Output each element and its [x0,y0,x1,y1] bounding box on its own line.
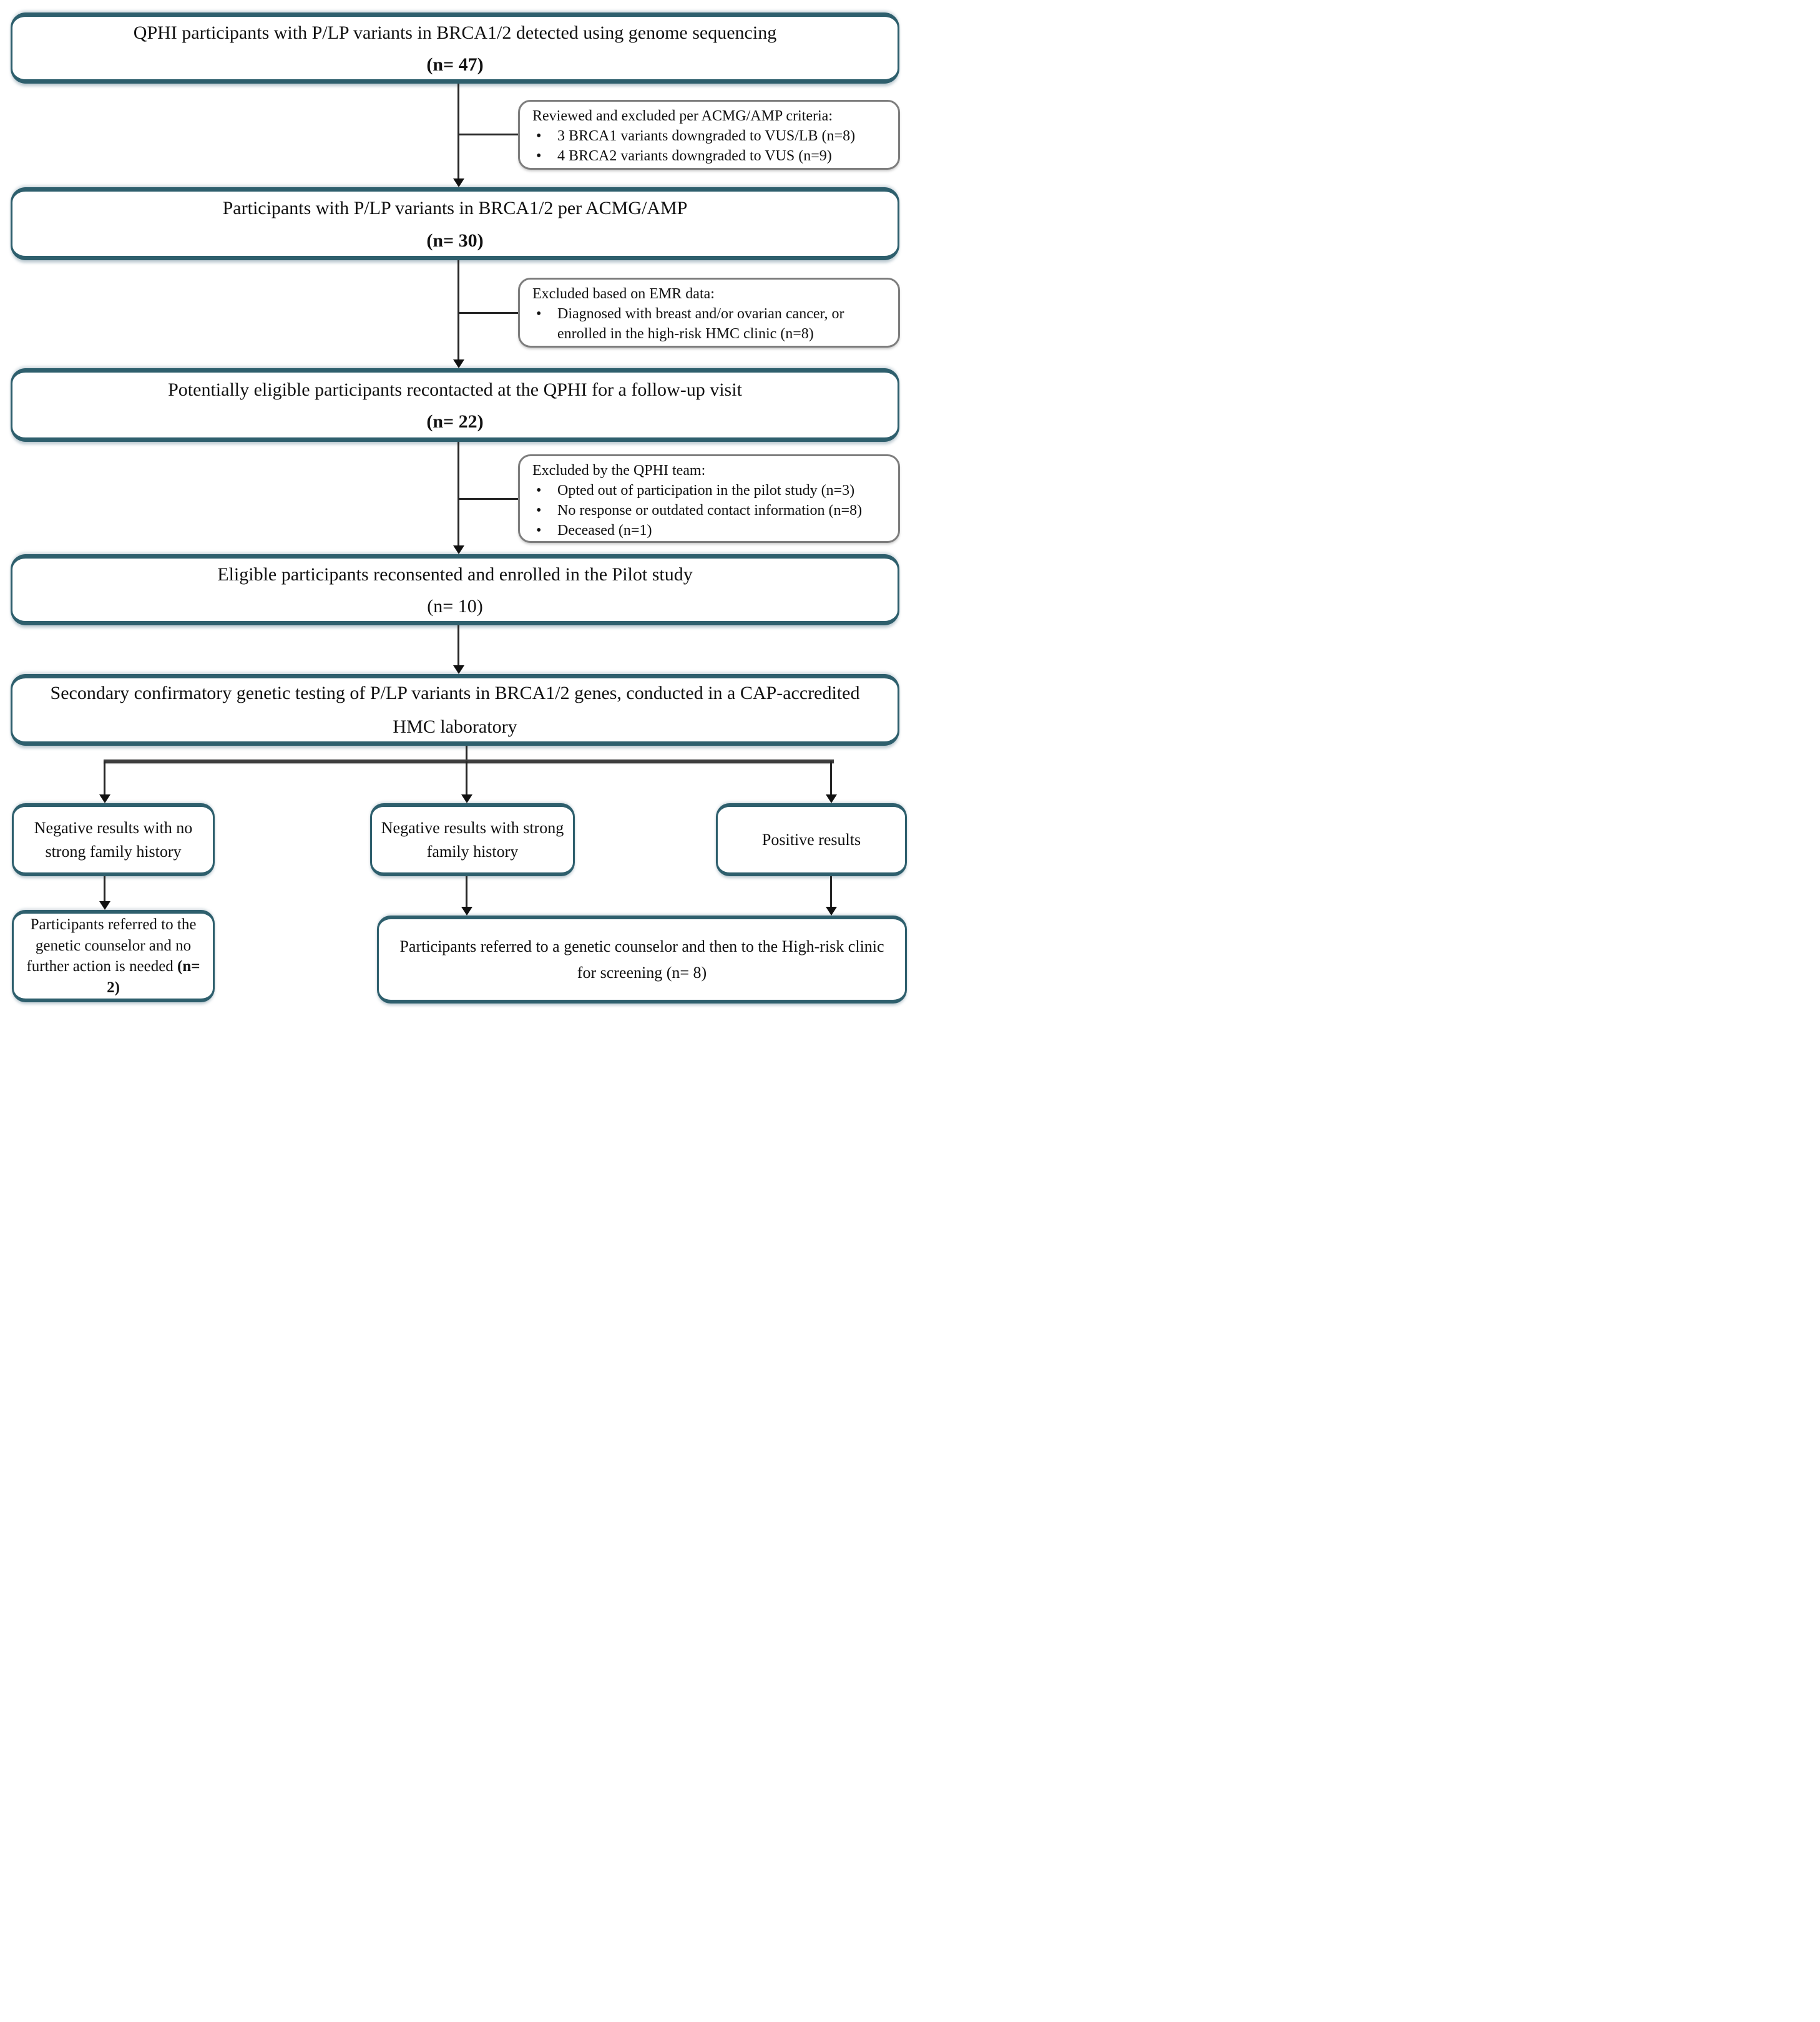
exclusion-item: 3 BRCA1 variants downgraded to VUS/LB (n… [557,127,856,144]
exclusion-box-qphi-team-title: Excluded by the QPHI team: [532,462,706,479]
flow-box-recontacted-count: (n= 22) [426,411,484,432]
outcome-box-negative-strong-history: Negative results with strong family hist… [370,803,575,876]
outcome-box-positive: Positive results [716,803,907,876]
exclusion-bullet: • Deceased (n=1) [532,521,888,541]
exclusion-bullet: • Diagnosed with breast and/or ovarian c… [532,305,888,344]
bullet-icon: • [536,305,542,322]
connector-bar-outcome-2 [466,761,467,796]
flow-box-acmg-variants-text: Participants with P/LP variants in BRCA1… [222,198,688,219]
outcome-box-negative-strong-history-text: Negative results with strong family hist… [381,818,564,861]
exclusion-item: Diagnosed with breast and/or ovarian can… [557,305,844,342]
final-box-no-further-action-body: Participants referred to the genetic cou… [26,916,197,975]
exclusion-item: No response or outdated contact informat… [557,502,863,519]
flow-box-enrolled-count: (n= 10) [427,596,483,617]
arrow-down-icon [99,794,110,803]
flow-box-acmg-variants-count: (n= 30) [426,230,484,251]
connector-step5-bar [466,746,467,763]
final-box-high-risk-clinic-text: Participants referred to a genetic couns… [399,937,884,982]
arrow-down-icon [461,794,472,803]
exclusion-item: Opted out of participation in the pilot … [557,482,855,499]
connector-step3-step4 [457,442,459,547]
bullet-icon: • [536,482,542,499]
exclusion-box-emr: Excluded based on EMR data: • Diagnosed … [518,278,900,348]
flow-box-recontacted-text: Potentially eligible participants recont… [168,379,742,400]
connector-outcome1-final1 [104,876,105,904]
final-box-no-further-action-count: (n= 2) [107,958,200,996]
exclusion-box-emr-title: Excluded based on EMR data: [532,286,715,302]
flow-box-genome-sequencing-count: (n= 47) [426,54,484,76]
exclusion-bullet: • No response or outdated contact inform… [532,501,888,521]
exclusion-bullet: • Opted out of participation in the pilo… [532,481,888,501]
exclusion-bullet: • 3 BRCA1 variants downgraded to VUS/LB … [532,127,888,147]
flow-box-enrolled-text: Eligible participants reconsented and en… [217,564,693,585]
exclusion-box-qphi-team: Excluded by the QPHI team: • Opted out o… [518,454,900,543]
connector-bar-outcome-3 [830,761,832,796]
outcome-box-positive-text: Positive results [761,830,861,849]
bullet-icon: • [536,522,542,539]
bullet-icon: • [536,147,542,164]
arrow-down-icon [453,545,464,554]
connector-step4-step5 [457,625,459,667]
arrow-down-icon [453,665,464,674]
flow-box-genome-sequencing: QPHI participants with P/LP variants in … [11,12,899,84]
final-box-no-further-action-text: Participants referred to the genetic cou… [22,914,204,998]
flow-box-enrolled: Eligible participants reconsented and en… [11,554,899,625]
connector-outcome2-final2 [466,876,467,909]
arrow-down-icon [826,907,837,916]
connector-distribution-bar [104,759,834,763]
exclusion-box-acmg: Reviewed and excluded per ACMG/AMP crite… [518,100,900,170]
arrow-down-icon [99,901,110,910]
connector-step2-step3 [457,260,459,361]
connector-branch-exclusion-3 [459,498,518,500]
flow-box-confirmatory-testing: Secondary confirmatory genetic testing o… [11,674,899,746]
final-box-no-further-action: Participants referred to the genetic cou… [12,910,215,1002]
arrow-down-icon [461,907,472,916]
connector-branch-exclusion-2 [459,312,518,314]
exclusion-item: Deceased (n=1) [557,522,652,539]
arrow-down-icon [826,794,837,803]
flow-box-recontacted: Potentially eligible participants recont… [11,368,899,442]
arrow-down-icon [453,178,464,187]
flow-diagram: QPHI participants with P/LP variants in … [0,0,910,1011]
connector-outcome3-final2 [830,876,832,909]
arrow-down-icon [453,359,464,368]
bullet-icon: • [536,502,542,519]
connector-branch-exclusion-1 [459,134,518,135]
flow-box-confirmatory-testing-text: Secondary confirmatory genetic testing o… [50,682,860,737]
exclusion-box-acmg-title: Reviewed and excluded per ACMG/AMP crite… [532,108,833,124]
connector-step1-step2 [457,84,459,181]
flow-box-genome-sequencing-text: QPHI participants with P/LP variants in … [133,22,777,43]
outcome-box-negative-no-history-text: Negative results with no strong family h… [34,818,193,861]
exclusion-bullet: • 4 BRCA2 variants downgraded to VUS (n=… [532,147,888,167]
bullet-icon: • [536,127,542,144]
final-box-high-risk-clinic: Participants referred to a genetic couns… [377,916,907,1004]
flow-box-acmg-variants: Participants with P/LP variants in BRCA1… [11,187,899,260]
connector-bar-outcome-1 [104,761,105,796]
exclusion-item: 4 BRCA2 variants downgraded to VUS (n=9) [557,147,832,164]
outcome-box-negative-no-history: Negative results with no strong family h… [12,803,215,876]
